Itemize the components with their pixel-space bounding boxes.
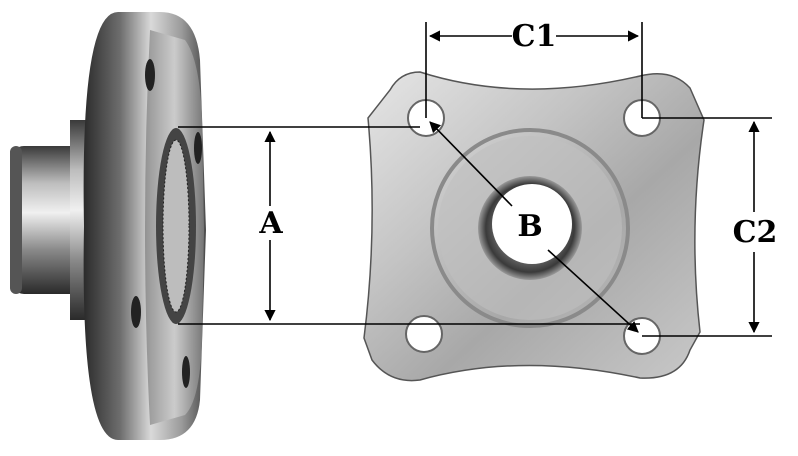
bolt-hole-side-2	[194, 132, 202, 164]
label-c2: C2	[733, 215, 778, 250]
spline-teeth	[162, 139, 190, 313]
shaft-end-face	[10, 146, 22, 294]
label-c1: C1	[512, 19, 557, 54]
bolt-hole-side-4	[182, 356, 190, 388]
dim-b-arrow-lower	[547, 249, 639, 333]
label-b-bg	[514, 206, 546, 242]
boss-ring	[430, 128, 630, 328]
bolt-hole-bottom-left	[405, 315, 443, 353]
label-c2-bg	[728, 212, 782, 250]
label-a-bg	[256, 206, 286, 240]
label-a: A	[258, 206, 283, 241]
flange-side-view	[10, 12, 206, 440]
bolt-hole-side-1	[145, 59, 155, 91]
label-b: B	[517, 209, 542, 244]
dimension-lines	[178, 22, 772, 337]
bolt-hole-side-3	[131, 296, 141, 328]
dim-b-arrow-upper	[429, 121, 513, 207]
